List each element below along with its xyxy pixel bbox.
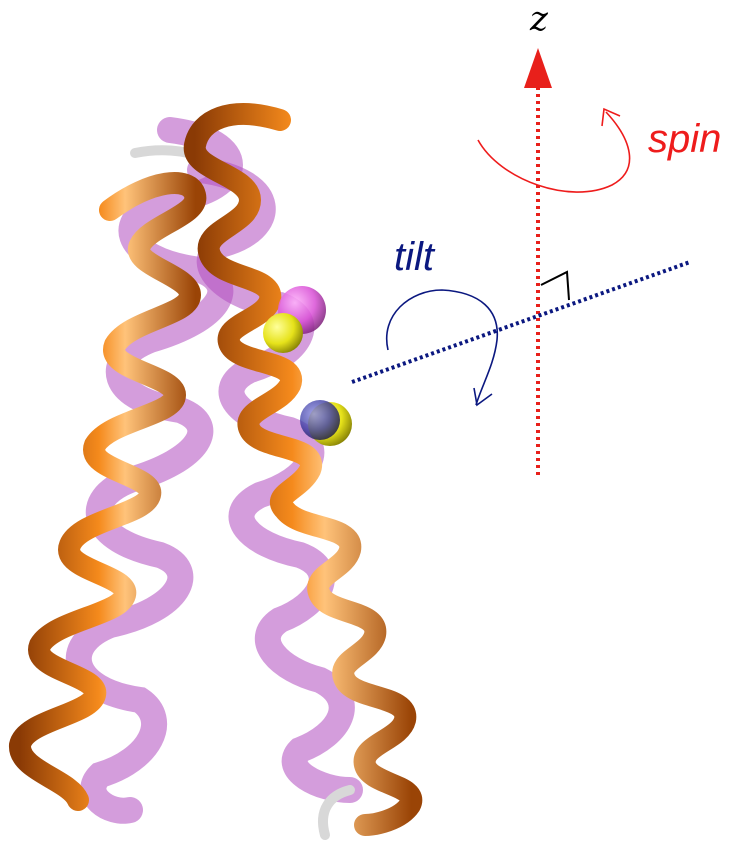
tilt-arrowhead <box>474 388 492 405</box>
right-angle-marker <box>541 272 569 300</box>
tilt-label: tilt <box>394 235 436 279</box>
sphere-yellow-upper <box>263 313 303 353</box>
tilt-arrow-curve <box>387 290 498 405</box>
sphere-blue <box>300 400 340 440</box>
spin-arrow-curve <box>478 112 630 192</box>
tilt-axis-line <box>352 262 690 382</box>
z-axis-arrowhead <box>524 48 552 88</box>
helix-orange-right <box>195 114 412 825</box>
spin-label: spin <box>648 117 721 161</box>
z-axis-label: z <box>529 0 549 39</box>
